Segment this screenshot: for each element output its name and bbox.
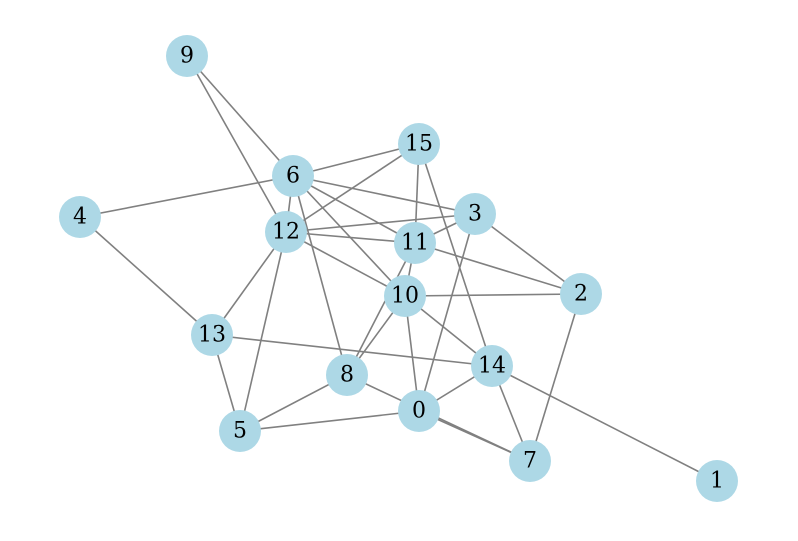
node-label-2: 2 — [574, 282, 588, 307]
node-12: 12 — [265, 211, 307, 253]
node-3: 3 — [454, 193, 496, 235]
node-2: 2 — [560, 273, 602, 315]
node-circle-12 — [265, 211, 307, 253]
edge-14-1 — [491, 365, 718, 482]
edge-11-2 — [414, 242, 582, 295]
node-circle-6 — [272, 155, 314, 197]
node-9: 9 — [166, 35, 208, 77]
edge-12-3 — [285, 213, 476, 233]
node-5: 5 — [219, 410, 261, 452]
edge-12-10 — [285, 231, 406, 297]
node-label-12: 12 — [272, 220, 300, 245]
edge-12-5 — [239, 231, 287, 432]
edge-0-5 — [239, 410, 420, 432]
edge-3-0 — [418, 213, 476, 412]
node-10: 10 — [384, 275, 426, 317]
node-label-7: 7 — [523, 449, 537, 474]
node-label-11: 11 — [401, 231, 429, 256]
edge-6-11 — [292, 175, 416, 244]
edge-13-14 — [211, 334, 493, 367]
edge-3-2 — [474, 213, 582, 295]
edge-6-15 — [292, 143, 420, 177]
node-label-9: 9 — [180, 44, 194, 69]
edges-layer — [79, 55, 718, 482]
node-label-15: 15 — [405, 132, 433, 157]
node-circle-11 — [394, 222, 436, 264]
node-circle-7 — [509, 440, 551, 482]
edge-12-11 — [285, 231, 416, 244]
node-label-5: 5 — [233, 419, 247, 444]
edge-6-4 — [79, 175, 294, 218]
node-label-14: 14 — [478, 354, 506, 379]
node-label-0: 0 — [412, 399, 426, 424]
node-circle-0 — [398, 390, 440, 432]
node-label-8: 8 — [340, 363, 354, 388]
node-circle-14 — [471, 345, 513, 387]
node-circle-3 — [454, 193, 496, 235]
node-7: 7 — [509, 440, 551, 482]
node-circle-8 — [326, 354, 368, 396]
node-circle-9 — [166, 35, 208, 77]
node-label-10: 10 — [391, 284, 419, 309]
node-15: 15 — [398, 123, 440, 165]
node-label-1: 1 — [710, 469, 724, 494]
node-circle-2 — [560, 273, 602, 315]
edge-2-7 — [529, 293, 582, 462]
node-label-6: 6 — [286, 164, 300, 189]
node-0: 0 — [398, 390, 440, 432]
node-14: 14 — [471, 345, 513, 387]
node-circle-5 — [219, 410, 261, 452]
node-11: 11 — [394, 222, 436, 264]
node-circle-15 — [398, 123, 440, 165]
node-8: 8 — [326, 354, 368, 396]
node-circle-1 — [696, 460, 738, 502]
node-circle-4 — [59, 196, 101, 238]
edge-11-8 — [346, 242, 416, 376]
node-4: 4 — [59, 196, 101, 238]
node-1: 1 — [696, 460, 738, 502]
edge-9-6 — [186, 55, 294, 177]
node-circle-10 — [384, 275, 426, 317]
edge-9-12 — [186, 55, 287, 233]
node-label-3: 3 — [468, 202, 482, 227]
edge-6-8 — [292, 175, 348, 376]
edge-15-12 — [285, 143, 420, 233]
node-label-4: 4 — [73, 205, 87, 230]
node-13: 13 — [191, 314, 233, 356]
node-label-13: 13 — [198, 323, 226, 348]
edge-10-2 — [404, 293, 582, 297]
edge-6-3 — [292, 175, 476, 215]
node-circle-13 — [191, 314, 233, 356]
edge-12-13 — [211, 231, 287, 336]
node-6: 6 — [272, 155, 314, 197]
edge-6-10 — [292, 175, 406, 297]
edge-4-13 — [79, 216, 213, 336]
